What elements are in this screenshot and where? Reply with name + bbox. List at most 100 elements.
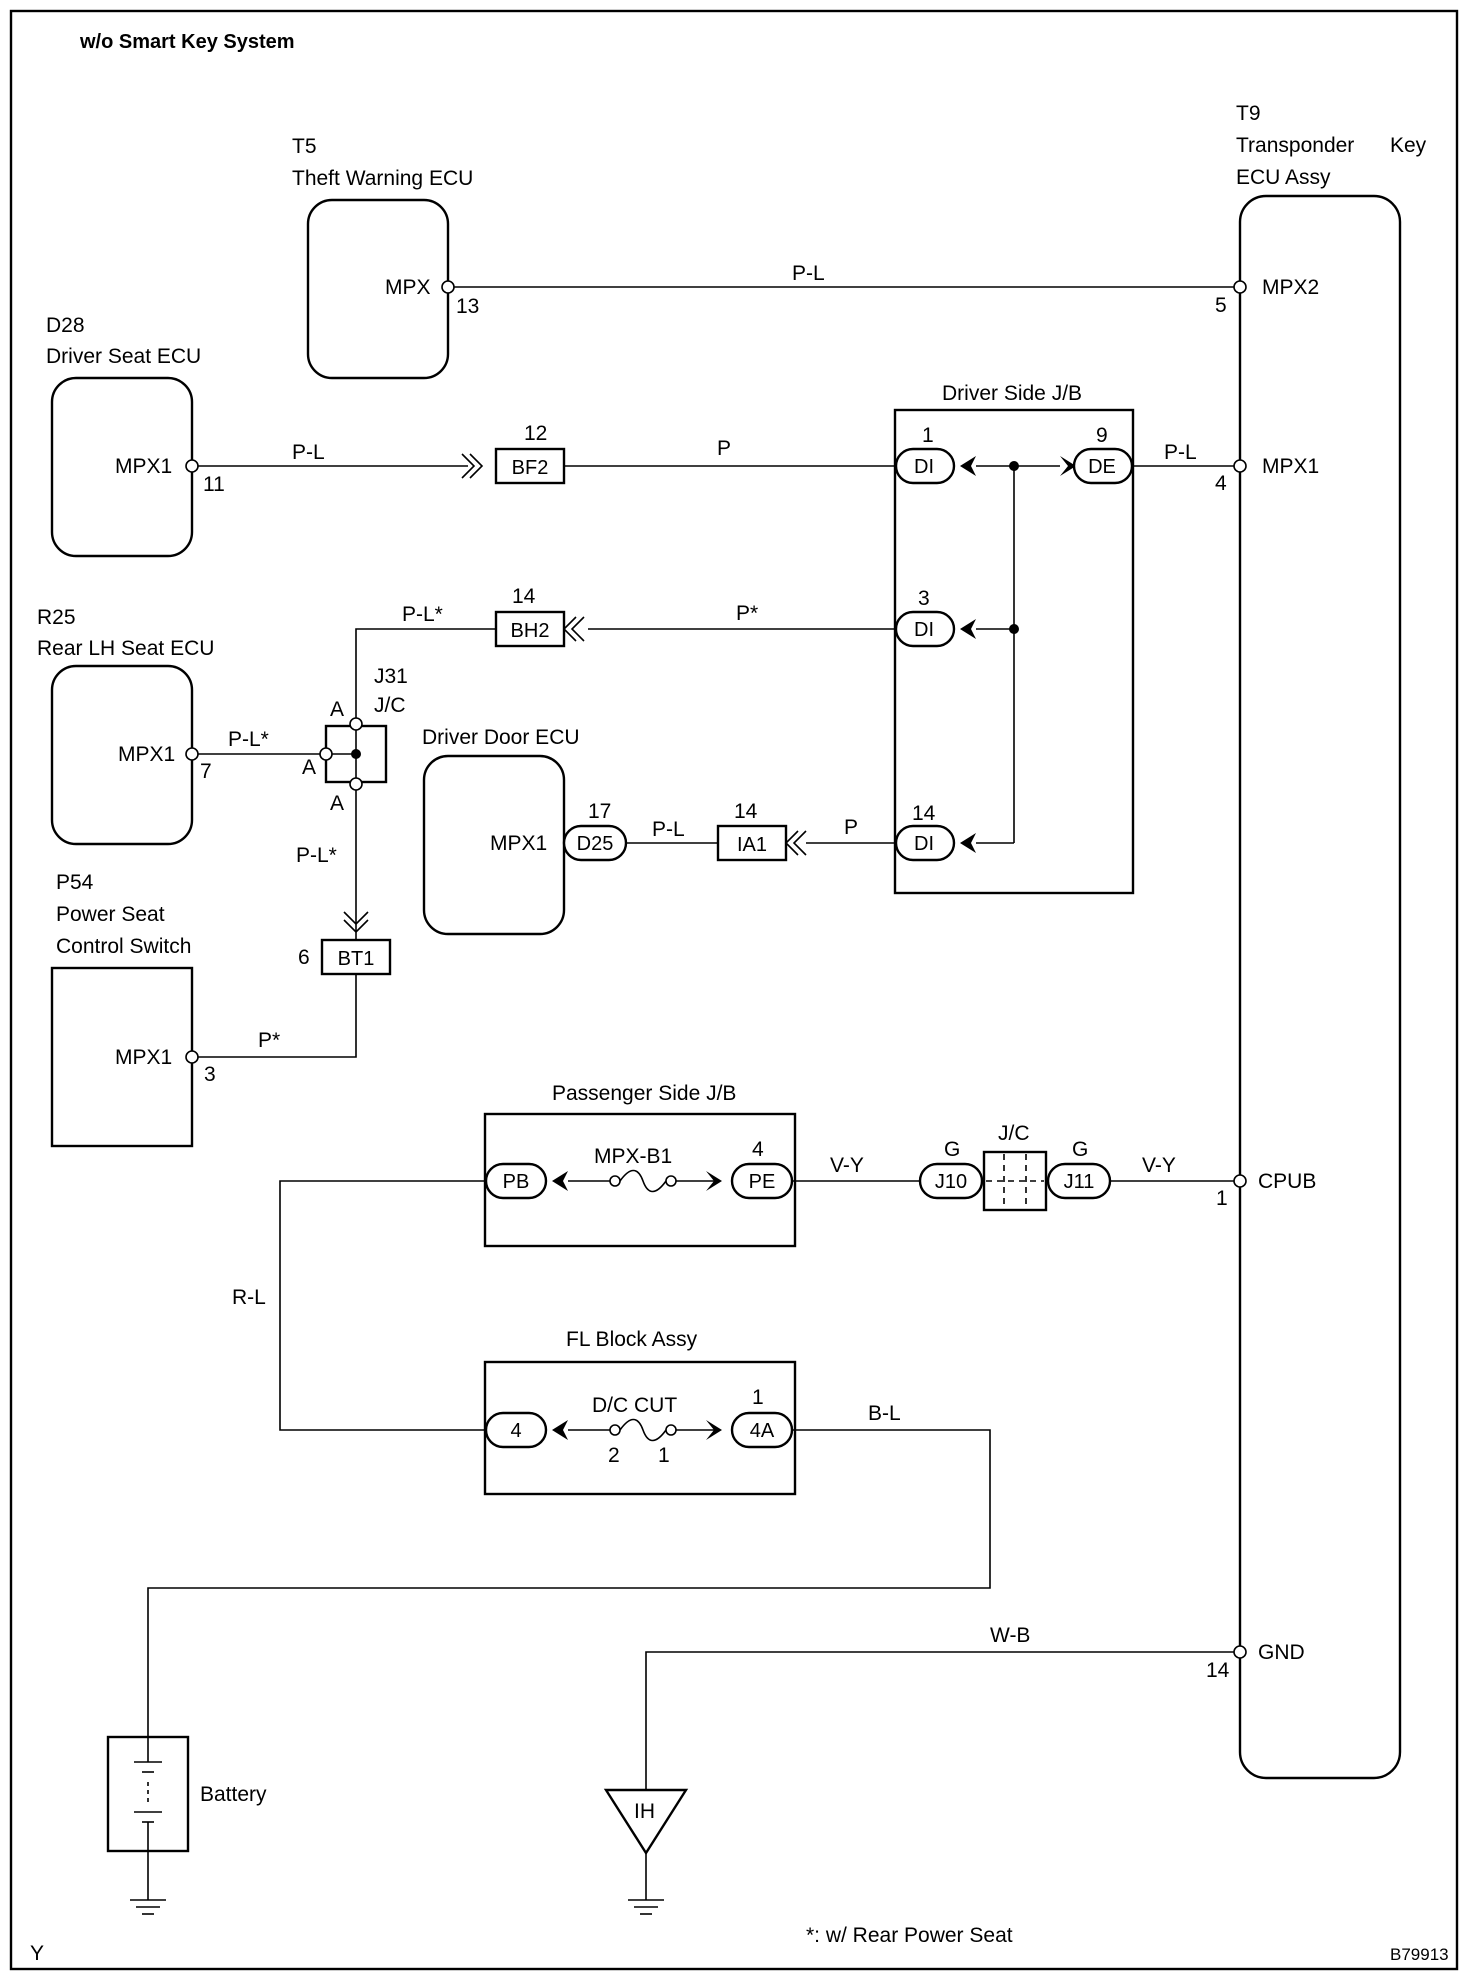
t9-code: T9 xyxy=(1236,102,1261,125)
jc-j10-j11: J10 G J/C J11 G xyxy=(918,1122,1112,1212)
j31-pin-bottom xyxy=(349,777,363,791)
passenger-side-jb-name: Passenger Side J/B xyxy=(552,1082,736,1105)
wire-r25-j31-color: P-L* xyxy=(228,728,269,751)
jc-box xyxy=(982,1150,1048,1212)
ia1-pin: 14 xyxy=(734,800,758,823)
j31-name: J/C xyxy=(374,694,406,717)
j31-code: J31 xyxy=(374,665,408,688)
ih-label: IH xyxy=(634,1800,655,1823)
t9-name-line2: ECU Assy xyxy=(1236,166,1331,189)
t9-cpub-label: CPUB xyxy=(1258,1170,1316,1193)
bf2-arrow-1 xyxy=(461,453,476,479)
di-3-pin: 3 xyxy=(918,587,930,610)
t9-gnd-label: GND xyxy=(1258,1641,1305,1664)
bh2-pin: 14 xyxy=(512,585,536,608)
t9-gnd-pin xyxy=(1233,1645,1247,1659)
d28-mpx1-pin xyxy=(185,459,199,473)
di-14-arrow xyxy=(960,833,976,853)
t5-code: T5 xyxy=(292,135,317,158)
fl-4a-arrow xyxy=(706,1420,722,1440)
dc-cut-right-pin xyxy=(665,1424,677,1436)
d25-pin: 17 xyxy=(588,800,611,823)
wire-gnd xyxy=(645,1651,1234,1790)
wire-d25-ia1-color: P-L xyxy=(652,818,685,841)
wire-bh2-di-color: P* xyxy=(736,602,758,625)
d28-code: D28 xyxy=(46,314,85,337)
d28-pin-num: 11 xyxy=(203,473,225,496)
diagram-title: w/o Smart Key System xyxy=(79,31,295,53)
p54-power-seat-control-switch: P54 Power Seat Control Switch MPX1 3 xyxy=(50,871,216,1148)
t9-mpx1-pin-num: 4 xyxy=(1215,472,1227,495)
di-1-label: DI xyxy=(914,456,934,478)
driver-door-ecu-terminal: MPX1 xyxy=(490,832,547,855)
j31-pin-bottom-label: A xyxy=(330,792,344,815)
ih-ground-triangle xyxy=(603,1788,689,1856)
wire-pb-fl-color: R-L xyxy=(232,1286,266,1309)
j10-connector xyxy=(918,1162,984,1200)
wire-fl-battery xyxy=(147,1429,991,1737)
wire-de-t9-color: P-L xyxy=(1164,441,1197,464)
ih-ground-icon xyxy=(628,1899,664,1915)
de-label: DE xyxy=(1088,456,1116,478)
j10-label: J10 xyxy=(935,1171,967,1193)
p54-pin-num: 3 xyxy=(204,1063,216,1086)
dc-cut-pin-left: 2 xyxy=(608,1444,620,1467)
pb-label: PB xyxy=(503,1171,530,1193)
d28-name: Driver Seat ECU xyxy=(46,345,201,368)
pe-label: PE xyxy=(749,1171,776,1193)
ih-ground-point: IH xyxy=(603,1788,689,1915)
t9-cpub-pin-num: 1 xyxy=(1216,1187,1228,1210)
bt1-label: BT1 xyxy=(338,948,375,970)
t9-mpx2-pin xyxy=(1233,280,1247,294)
d25-label: D25 xyxy=(577,833,614,855)
bt1-arrow-2 xyxy=(343,919,369,934)
r25-pin-num: 7 xyxy=(200,760,212,783)
de-arrow xyxy=(1060,456,1076,476)
wire-j31-bt1-color: P-L* xyxy=(296,844,337,867)
di-1-connector xyxy=(894,447,956,485)
d28-terminal: MPX1 xyxy=(115,455,172,478)
di-1-pin: 1 xyxy=(922,424,934,447)
j10-pin: G xyxy=(944,1138,960,1161)
r25-rear-lh-seat-ecu: R25 Rear LH Seat ECU MPX1 7 xyxy=(37,606,214,846)
wire-pb-fl xyxy=(279,1180,486,1431)
wire-gnd-color: W-B xyxy=(990,1624,1030,1647)
mpx-b1-label: MPX-B1 xyxy=(594,1145,672,1168)
di-3-arrow xyxy=(960,619,976,639)
fl-4-arrow xyxy=(552,1420,568,1440)
t5-theft-warning-ecu: T5 Theft Warning ECU MPX 13 xyxy=(292,135,479,380)
j11-pin: G xyxy=(1072,1138,1088,1161)
wire-t5-t9-color: P-L xyxy=(792,262,825,285)
t9-mpx1-label: MPX1 xyxy=(1262,455,1319,478)
t9-transponder-ecu: T9 Transponder Key ECU Assy MPX2 MPX1 CP… xyxy=(1206,102,1427,1780)
fl-block-assy: FL Block Assy 4 D/C CUT 2 1 4A 1 xyxy=(483,1328,797,1496)
de-pin: 9 xyxy=(1096,424,1108,447)
di-3-label: DI xyxy=(914,619,934,641)
page-frame xyxy=(9,9,1459,1971)
driver-door-ecu-name: Driver Door ECU xyxy=(422,726,580,749)
bh2-arrow-2 xyxy=(562,616,577,642)
passenger-side-jb: Passenger Side J/B PB MPX-B1 PE 4 xyxy=(483,1082,797,1248)
jb-splice-mid xyxy=(1009,624,1019,634)
wire-pe-j10-color: V-Y xyxy=(830,1154,864,1177)
r25-mpx1-pin xyxy=(185,747,199,761)
driver-side-jb-name: Driver Side J/B xyxy=(942,382,1082,405)
bt1-pin: 6 xyxy=(298,946,310,969)
t5-mpx-pin xyxy=(441,280,455,294)
t5-terminal: MPX xyxy=(385,276,431,299)
t9-mpx2-pin-num: 5 xyxy=(1215,294,1227,317)
fl-4-label: 4 xyxy=(510,1420,521,1442)
fl-4-connector xyxy=(484,1411,548,1449)
jb-splice-top xyxy=(1009,461,1019,471)
wire-j31-bh2-color: P-L* xyxy=(402,603,443,626)
wire-bf2-di-color: P xyxy=(717,437,731,460)
t9-gnd-pin-num: 14 xyxy=(1206,1659,1230,1682)
j31-junction-connector: J31 J/C A A A xyxy=(302,665,408,815)
ia1-arrow-2 xyxy=(784,830,799,856)
r25-terminal: MPX1 xyxy=(118,743,175,766)
dc-cut-left-pin xyxy=(609,1424,621,1436)
t9-name-word2: Key xyxy=(1390,134,1427,157)
p54-name-line2: Control Switch xyxy=(56,935,191,958)
bh2-label: BH2 xyxy=(511,620,550,642)
